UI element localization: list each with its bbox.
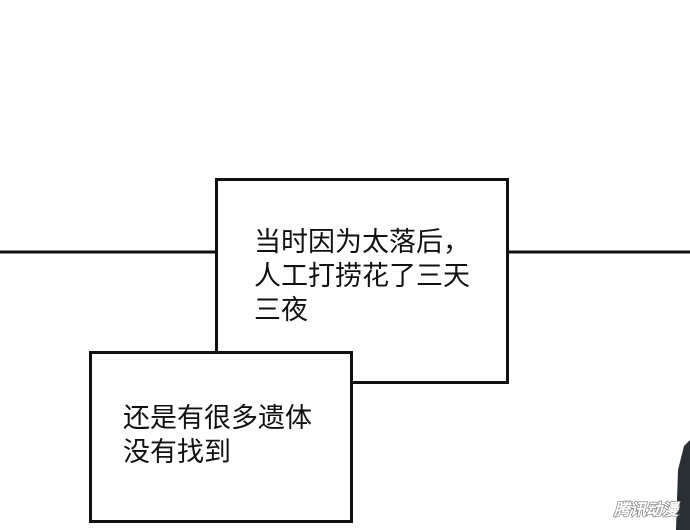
caption-top-line-2: 人工打捞花了三天: [254, 261, 470, 292]
figure-edge-shape: [676, 440, 690, 530]
caption-box-top: [215, 178, 509, 384]
caption-bottom-line-2: 没有找到: [123, 437, 231, 468]
caption-text-bottom: 还是有很多遗体 没有找到: [123, 402, 312, 470]
caption-bottom-line-1: 还是有很多遗体: [123, 403, 312, 434]
watermark-logo: 腾讯动漫: [613, 496, 679, 520]
watermark-text: 腾讯动漫: [613, 499, 679, 520]
caption-box-bottom: [89, 351, 353, 523]
caption-top-line-3: 三夜: [254, 295, 308, 326]
caption-text-top: 当时因为太落后， 人工打捞花了三天 三夜: [254, 226, 470, 328]
caption-top-line-1: 当时因为太落后，: [254, 227, 470, 258]
